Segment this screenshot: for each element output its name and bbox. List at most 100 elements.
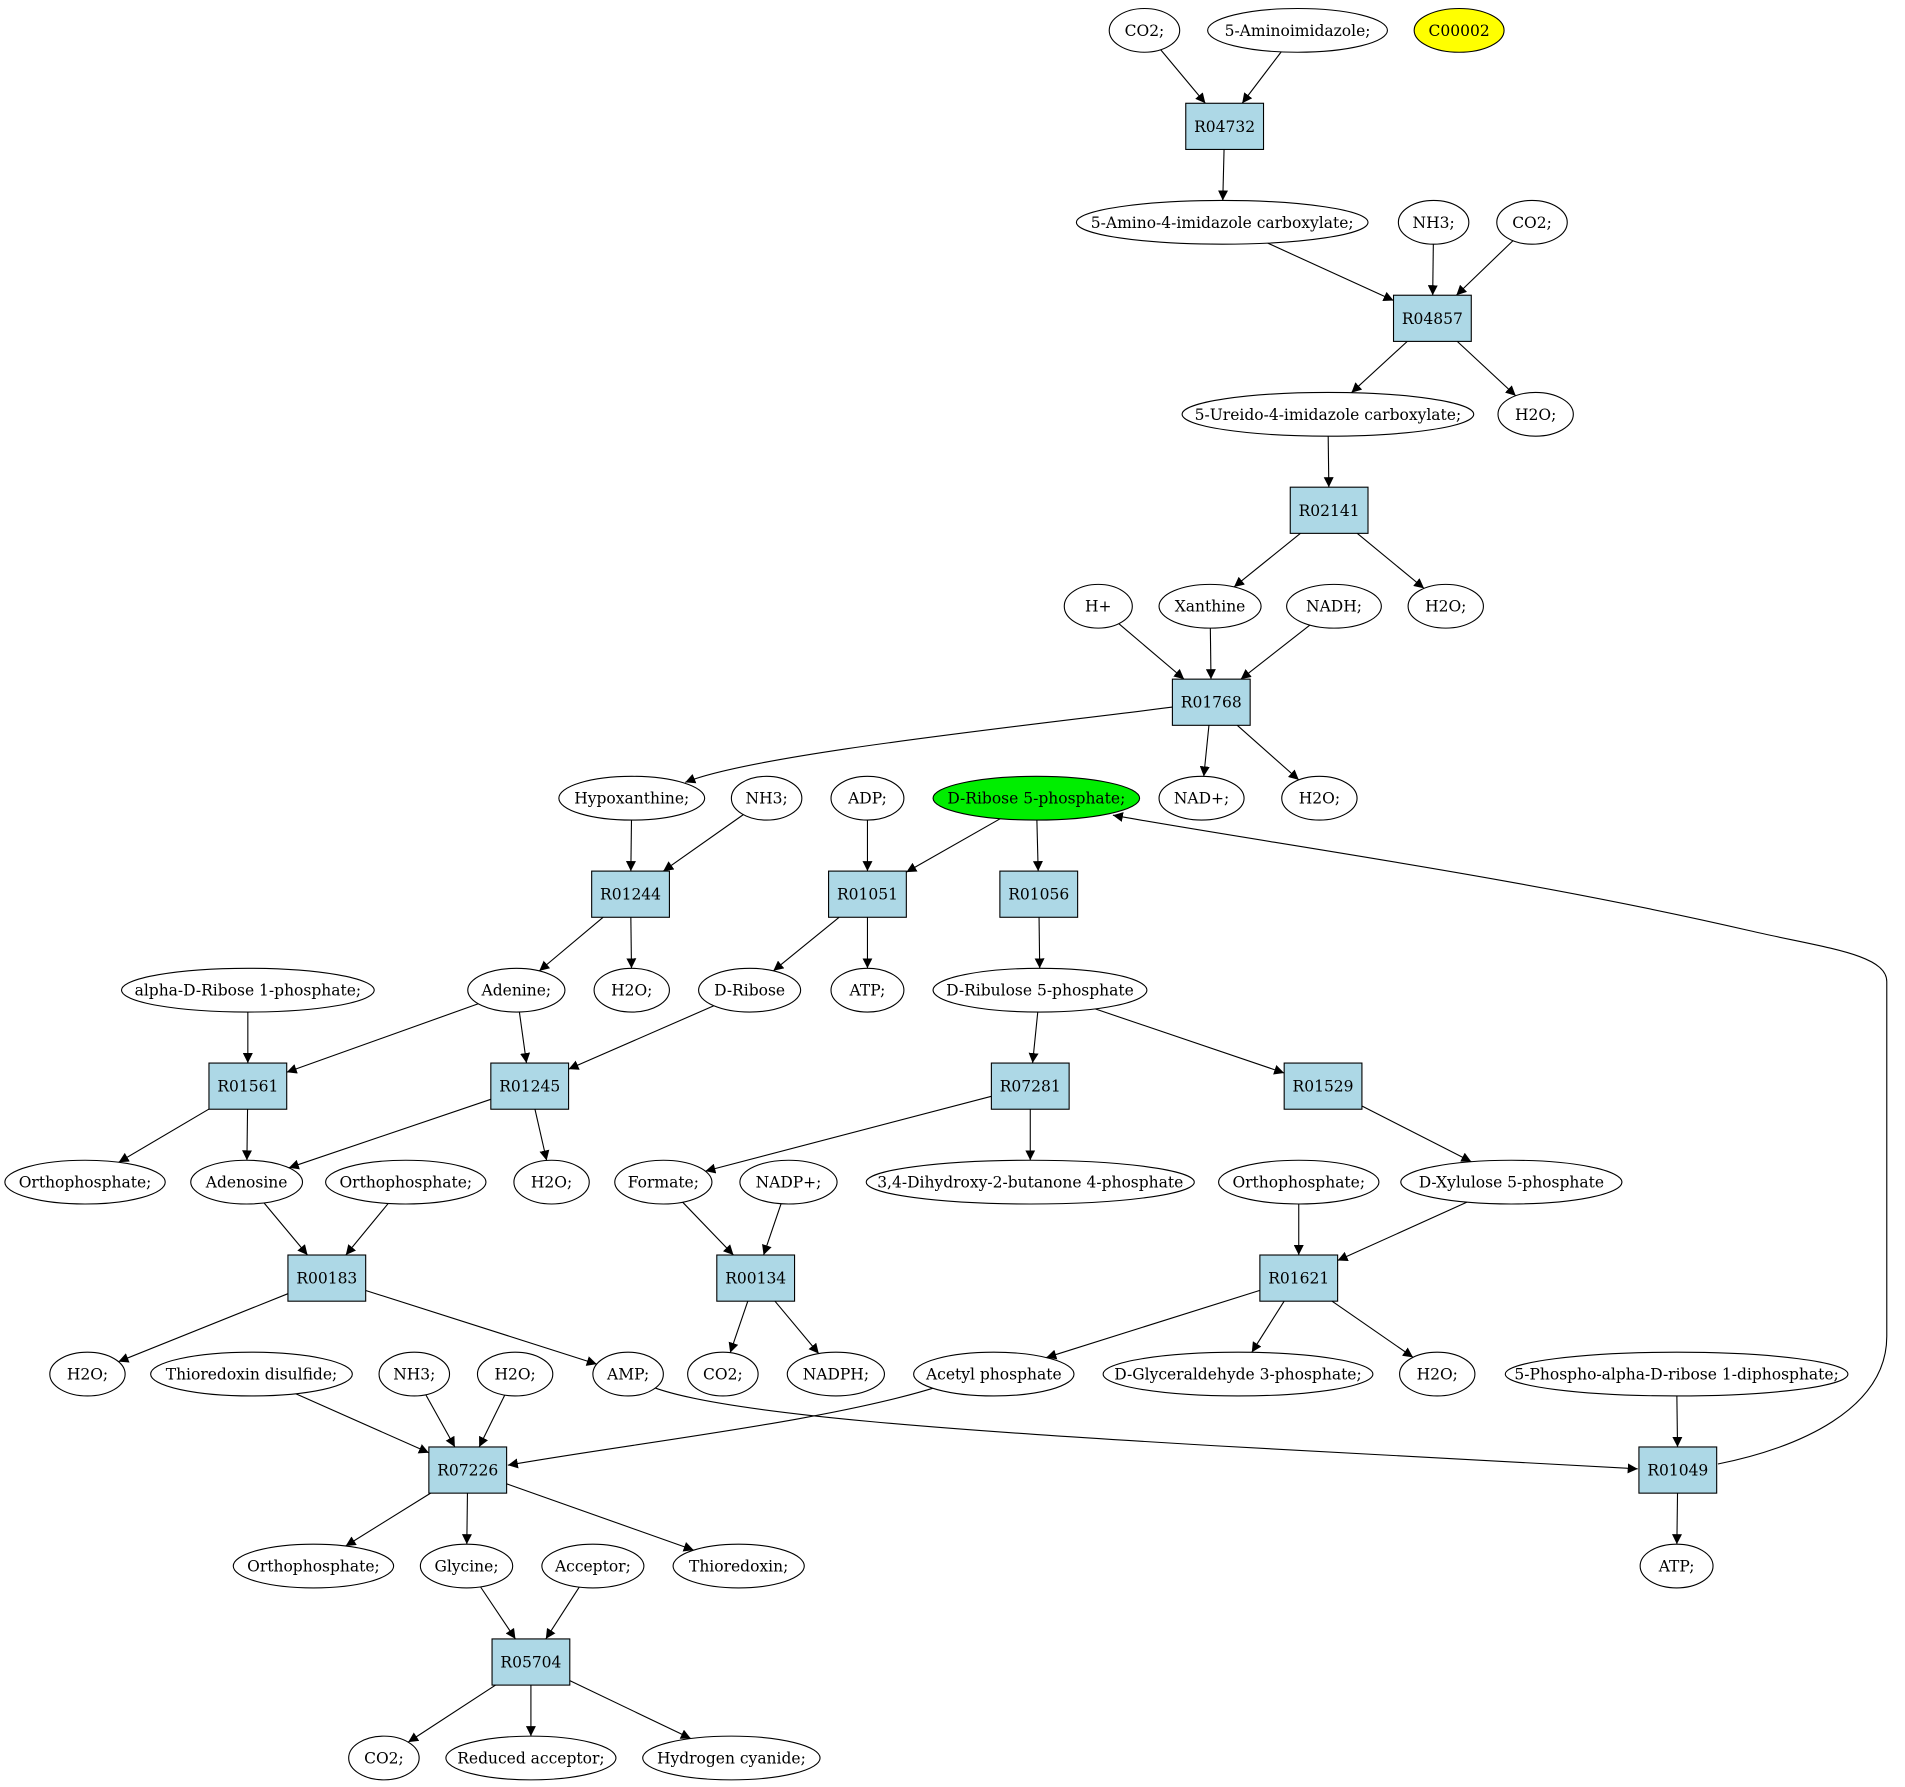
- compound-node-xu5p[interactable]: D-Xylulose 5-phosphate: [1400, 1159, 1623, 1205]
- compound-node-co2-d[interactable]: CO2;: [348, 1735, 420, 1781]
- edge-R01245-to-adenosine: [288, 1098, 492, 1170]
- edge-xu5p-to-R01621: [1337, 1201, 1468, 1262]
- compound-node-nadph[interactable]: NADPH;: [786, 1351, 886, 1397]
- compound-label: 5-Phospho-alpha-D-ribose 1-diphosphate;: [1514, 1366, 1838, 1384]
- compound-node-co2-a[interactable]: CO2;: [1108, 7, 1181, 53]
- reaction-node-r02141[interactable]: R02141: [1289, 486, 1369, 534]
- reaction-node-r01561[interactable]: R01561: [208, 1062, 288, 1110]
- compound-ellipse: [1102, 1351, 1374, 1397]
- reaction-node-r01621[interactable]: R01621: [1259, 1254, 1339, 1302]
- edge-R01244-to-h2o_d: [626, 917, 637, 969]
- reaction-label: R01056: [1008, 886, 1069, 904]
- compound-node-h2o-b[interactable]: H2O;: [1407, 583, 1484, 629]
- compound-node-ru5p[interactable]: D-Ribulose 5-phosphate: [932, 967, 1148, 1013]
- compound-node-h2o-a[interactable]: H2O;: [1497, 391, 1574, 437]
- compound-ellipse: [830, 775, 905, 821]
- compound-node-hypoxanthine[interactable]: Hypoxanthine;: [558, 775, 706, 821]
- reaction-node-r07281[interactable]: R07281: [990, 1062, 1070, 1110]
- compound-label: H2O;: [67, 1366, 108, 1384]
- compound-node-atp-b[interactable]: ATP;: [1639, 1543, 1714, 1589]
- compound-node-h2o-e[interactable]: H2O;: [513, 1159, 590, 1205]
- edge-adenine-to-R01561: [286, 1003, 479, 1074]
- compound-node-pi-b[interactable]: Orthophosphate;: [325, 1159, 487, 1205]
- reaction-node-r01768[interactable]: R01768: [1171, 678, 1251, 726]
- compound-node-h2o-d[interactable]: H2O;: [593, 967, 670, 1013]
- compound-node-nadpplus[interactable]: NADP+;: [739, 1159, 838, 1205]
- compound-ellipse: [1504, 1351, 1849, 1397]
- reaction-node-r01245[interactable]: R01245: [490, 1062, 570, 1110]
- compound-node-adp[interactable]: ADP;: [830, 775, 905, 821]
- compound-node-nadplus[interactable]: NAD+;: [1158, 775, 1245, 821]
- reaction-node-r04857[interactable]: R04857: [1392, 294, 1472, 342]
- compound-ellipse: [1158, 583, 1262, 629]
- compound-node-nadh[interactable]: NADH;: [1286, 583, 1382, 629]
- compound-node-hplus[interactable]: H+: [1063, 583, 1133, 629]
- compound-node-g3p[interactable]: D-Glyceraldehyde 3-phosphate;: [1102, 1351, 1374, 1397]
- compound-node-pi-a[interactable]: Orthophosphate;: [4, 1159, 166, 1205]
- reaction-node-r01051[interactable]: R01051: [828, 870, 907, 918]
- compound-node-xanthine[interactable]: Xanthine: [1158, 583, 1262, 629]
- compound-node-nh3-a[interactable]: NH3;: [1397, 199, 1470, 245]
- reaction-node-r00134[interactable]: R00134: [716, 1254, 796, 1302]
- compound-node-ureido[interactable]: 5-Ureido-4-imidazole carboxylate;: [1181, 391, 1475, 437]
- compound-ellipse: [467, 967, 566, 1013]
- reaction-node-r05704[interactable]: R05704: [491, 1638, 571, 1686]
- compound-ellipse: [932, 775, 1141, 821]
- compound-node-trx-ss[interactable]: Thioredoxin disulfide;: [150, 1351, 353, 1397]
- compound-node-adenine[interactable]: Adenine;: [467, 967, 566, 1013]
- compound-node-nh3-c[interactable]: NH3;: [378, 1351, 451, 1397]
- compound-node-acceptor[interactable]: Acceptor;: [541, 1543, 645, 1589]
- compound-node-pi-c[interactable]: Orthophosphate;: [1218, 1159, 1380, 1205]
- compound-node-prpp[interactable]: 5-Phospho-alpha-D-ribose 1-diphosphate;: [1504, 1351, 1849, 1397]
- compound-node-atp-a[interactable]: ATP;: [830, 967, 905, 1013]
- reaction-node-r01049[interactable]: R01049: [1638, 1446, 1718, 1494]
- compound-node-aminoimidazole[interactable]: 5-Aminoimidazole;: [1207, 7, 1388, 53]
- reaction-node-r01056[interactable]: R01056: [999, 870, 1079, 918]
- compound-node-dhbp[interactable]: 3,4-Dihydroxy-2-butanone 4-phosphate: [865, 1159, 1195, 1205]
- compound-node-dribose[interactable]: D-Ribose: [698, 967, 802, 1013]
- edge-R01768-to-nadplus: [1199, 725, 1210, 777]
- compound-node-pi-d[interactable]: Orthophosphate;: [232, 1543, 395, 1589]
- compound-node-acetylp[interactable]: Acetyl phosphate: [913, 1351, 1075, 1397]
- reaction-node-r07226[interactable]: R07226: [428, 1446, 508, 1494]
- compound-label: H2O;: [611, 982, 652, 1000]
- edge-nh3_c-to-R07226: [425, 1394, 456, 1448]
- compound-node-amp[interactable]: AMP;: [592, 1351, 664, 1397]
- reaction-node-r01529[interactable]: R01529: [1283, 1062, 1363, 1110]
- reaction-node-r01244[interactable]: R01244: [591, 870, 670, 918]
- compound-node-h2o-h[interactable]: H2O;: [476, 1351, 554, 1397]
- reaction-box: [1289, 486, 1369, 534]
- compound-label: NH3;: [393, 1366, 435, 1384]
- edge-R07226-to-thioredoxin: [506, 1483, 694, 1552]
- edge-ru5p-to-R01529: [1095, 1008, 1285, 1075]
- compound-node-adenosine[interactable]: Adenosine: [190, 1159, 304, 1205]
- edge-aminoimidazole-to-R04732: [1241, 51, 1282, 104]
- compound-node-h2o-c[interactable]: H2O;: [1281, 775, 1358, 821]
- edge-R04857-to-ureido: [1351, 340, 1408, 394]
- edge-nadh-to-R01768: [1240, 624, 1311, 680]
- compound-ellipse: [1075, 199, 1369, 245]
- reaction-box: [1283, 1062, 1363, 1110]
- compound-node-h2o-f[interactable]: H2O;: [1399, 1351, 1476, 1397]
- reaction-node-r00183[interactable]: R00183: [287, 1254, 367, 1302]
- compound-node-formate[interactable]: Formate;: [614, 1159, 713, 1205]
- compound-node-nh3-b[interactable]: NH3;: [730, 775, 803, 821]
- compound-node-co2-c[interactable]: CO2;: [687, 1351, 759, 1397]
- compound-node-hcn[interactable]: Hydrogen cyanide;: [642, 1735, 821, 1781]
- compound-node-r5p[interactable]: D-Ribose 5-phosphate;: [932, 775, 1141, 821]
- compound-node-co2-b[interactable]: CO2;: [1496, 199, 1568, 245]
- edge-R01768-to-hypoxanthine: [685, 706, 1173, 784]
- compound-node-thioredoxin[interactable]: Thioredoxin;: [672, 1543, 805, 1589]
- compound-node-aica[interactable]: 5-Amino-4-imidazole carboxylate;: [1075, 199, 1369, 245]
- reaction-node-r04732[interactable]: R04732: [1185, 102, 1265, 150]
- compound-node-h2o-g[interactable]: H2O;: [49, 1351, 126, 1397]
- edge-aica-to-R04857: [1267, 242, 1394, 302]
- compound-node-glycine[interactable]: Glycine;: [419, 1543, 514, 1589]
- reaction-label: R04857: [1402, 310, 1463, 328]
- compound-ellipse: [1181, 391, 1475, 437]
- reaction-box: [828, 870, 907, 918]
- compound-node-ar1p[interactable]: alpha-D-Ribose 1-phosphate;: [120, 967, 375, 1013]
- compound-node-c00002[interactable]: C00002: [1413, 7, 1505, 53]
- edge-prpp-to-R01049: [1672, 1395, 1683, 1447]
- compound-node-reduced-acceptor[interactable]: Reduced acceptor;: [445, 1735, 617, 1781]
